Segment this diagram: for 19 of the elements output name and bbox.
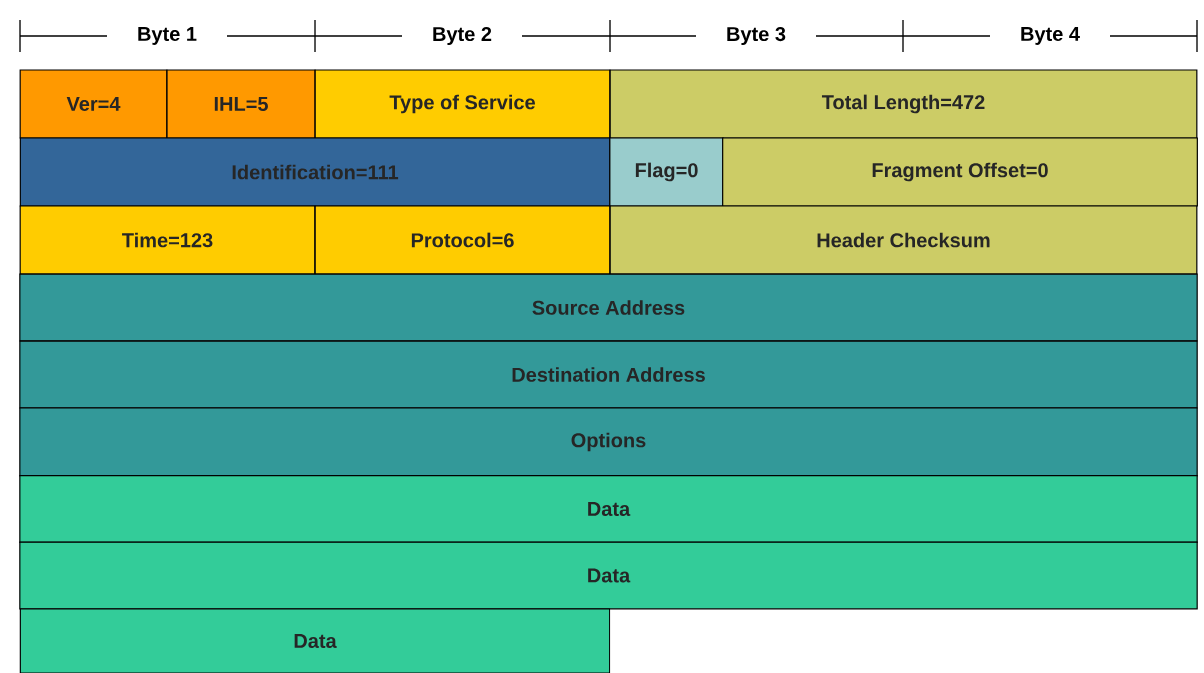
field-cell: Header Checksum <box>609 205 1198 275</box>
field-cell: Destination Address <box>19 340 1198 409</box>
field-cell: Options <box>19 407 1198 477</box>
field-cell: Time=123 <box>19 205 316 275</box>
field-cell: IHL=5 <box>166 69 316 139</box>
field-cell: Flag=0 <box>609 137 724 207</box>
field-cell: Type of Service <box>314 69 611 139</box>
byte-label: Byte 2 <box>433 26 492 46</box>
field-cell: Source Address <box>19 273 1198 342</box>
byte-label: Byte 1 <box>138 27 197 45</box>
byte-label: Byte 3 <box>727 26 786 46</box>
field-cell: Fragment Offset=0 <box>722 137 1198 207</box>
field-cell: Total Length=472 <box>609 69 1198 139</box>
field-cell: Ver=4 <box>19 69 168 139</box>
field-cell: Data <box>19 475 1198 543</box>
field-cell: Data <box>19 608 611 673</box>
byte-label: Byte 4 <box>1021 27 1080 45</box>
field-cell: Protocol=6 <box>314 205 611 275</box>
field-cell: Identification=111 <box>19 137 611 207</box>
